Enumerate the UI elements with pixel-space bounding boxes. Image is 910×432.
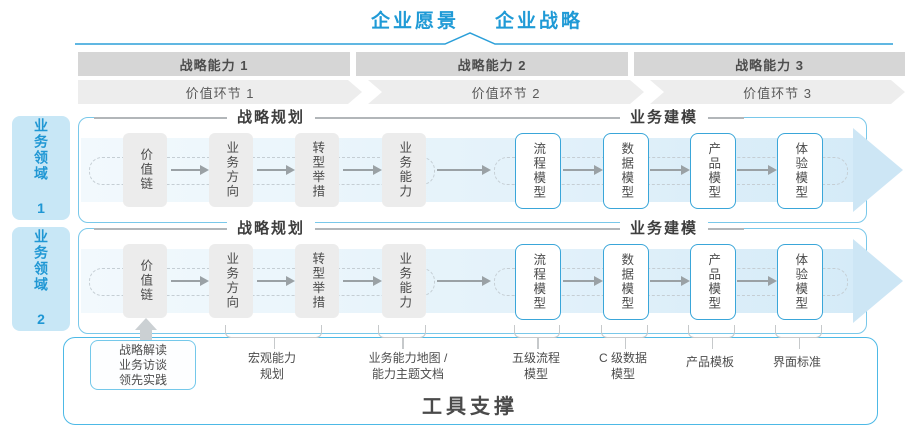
flow-box-business-direction: 业务方向 (209, 133, 253, 207)
dashed-track-modeling (494, 157, 848, 185)
value-link-3: 价值环节 3 (650, 80, 905, 104)
arrow-icon (437, 165, 491, 175)
arrow-icon (343, 276, 382, 286)
bracket-macro-capability (225, 325, 322, 349)
arrow-icon (171, 165, 209, 175)
zone-label-strategic-planning: 战略规划 (226, 219, 316, 239)
flow-box-transformation-initiatives: 转型举措 (295, 133, 339, 207)
zone-label-business-modeling: 业务建模 (619, 219, 709, 239)
deliverable-five-level-process-model: 五级流程 模型 (511, 351, 561, 381)
value-link-2: 价值环节 2 (368, 80, 644, 104)
business-domain-panel-2: 价值链 业务方向 转型举措 业务能力 流程模型 数据模型 产品模型 体验模型 战… (78, 219, 903, 334)
deliverable-macro-capability-planning: 宏观能力 规划 (247, 351, 297, 381)
bracket-process-model (514, 325, 560, 349)
flow-box-business-capability: 业务能力 (382, 133, 426, 207)
arrow-icon (650, 276, 690, 286)
domain-label-1: 业务领域 1 (12, 116, 70, 220)
arrow-icon (563, 276, 603, 286)
strategy-title: 企业战略 (495, 11, 584, 32)
up-arrow-icon (135, 318, 157, 330)
flow-box-data-model: 数据模型 (603, 133, 649, 209)
tool-support-container (63, 337, 878, 425)
dashed-track-modeling (494, 268, 848, 296)
flow-box-data-model: 数据模型 (603, 244, 649, 320)
flow-band-arrowhead-icon (853, 128, 903, 212)
deliverable-ui-standard: 界面标准 (772, 355, 822, 369)
flow-box-business-direction: 业务方向 (209, 244, 253, 318)
deliverable-c-level-data-model: C 级数据 模型 (598, 351, 648, 381)
flow-box-experience-model: 体验模型 (777, 244, 823, 320)
zone-divider-line (94, 117, 744, 119)
bracket-capability-map (378, 325, 426, 349)
deliverable-product-template: 产品模板 (685, 355, 735, 369)
flow-box-product-model: 产品模型 (690, 133, 736, 209)
flow-box-experience-model: 体验模型 (777, 133, 823, 209)
flow-box-value-chain: 价值链 (123, 133, 167, 207)
arrow-icon (171, 276, 209, 286)
bracket-ui-standard (775, 325, 822, 349)
caret-line (75, 32, 893, 45)
arrow-icon (257, 276, 295, 286)
arrow-icon (343, 165, 382, 175)
arrow-icon (737, 165, 777, 175)
capability-bar-1: 战略能力 1 (78, 52, 350, 76)
arrow-icon (257, 165, 295, 175)
tool-support-label: 工具支撑 (422, 396, 518, 418)
value-link-1: 价值环节 1 (78, 80, 362, 104)
dashed-track-planning (89, 268, 435, 296)
arrow-icon (437, 276, 491, 286)
arrow-icon (737, 276, 777, 286)
flow-box-process-model: 流程模型 (515, 133, 561, 209)
flow-box-business-capability: 业务能力 (382, 244, 426, 318)
business-domain-panel-1: 价值链 业务方向 转型举措 业务能力 流程模型 数据模型 产品模型 体验模型 战… (78, 108, 903, 223)
arrow-icon (563, 165, 603, 175)
dashed-track-planning (89, 157, 435, 185)
vision-title: 企业愿景 (370, 11, 459, 32)
up-arrow-shaft (140, 330, 152, 343)
zone-label-strategic-planning: 战略规划 (226, 108, 316, 128)
flow-box-transformation-initiatives: 转型举措 (295, 244, 339, 318)
strategy-interview-box: 战略解读 业务访谈 领先实践 (90, 340, 196, 390)
zone-divider-line (94, 228, 744, 230)
flow-box-value-chain: 价值链 (123, 244, 167, 318)
zone-label-business-modeling: 业务建模 (619, 108, 709, 128)
capability-bar-2: 战略能力 2 (356, 52, 628, 76)
flow-box-process-model: 流程模型 (515, 244, 561, 320)
arrow-icon (650, 165, 690, 175)
bracket-product-template (688, 325, 735, 349)
bracket-data-model (601, 325, 648, 349)
flow-band-arrowhead-icon (853, 239, 903, 323)
domain-label-2: 业务领域 2 (12, 227, 70, 331)
flow-box-product-model: 产品模型 (690, 244, 736, 320)
deliverable-capability-map-docs: 业务能力地图 / 能力主题文档 (368, 351, 448, 381)
page-title: 企业愿景 企业战略 (371, 6, 583, 33)
capability-bar-3: 战略能力 3 (634, 52, 905, 76)
